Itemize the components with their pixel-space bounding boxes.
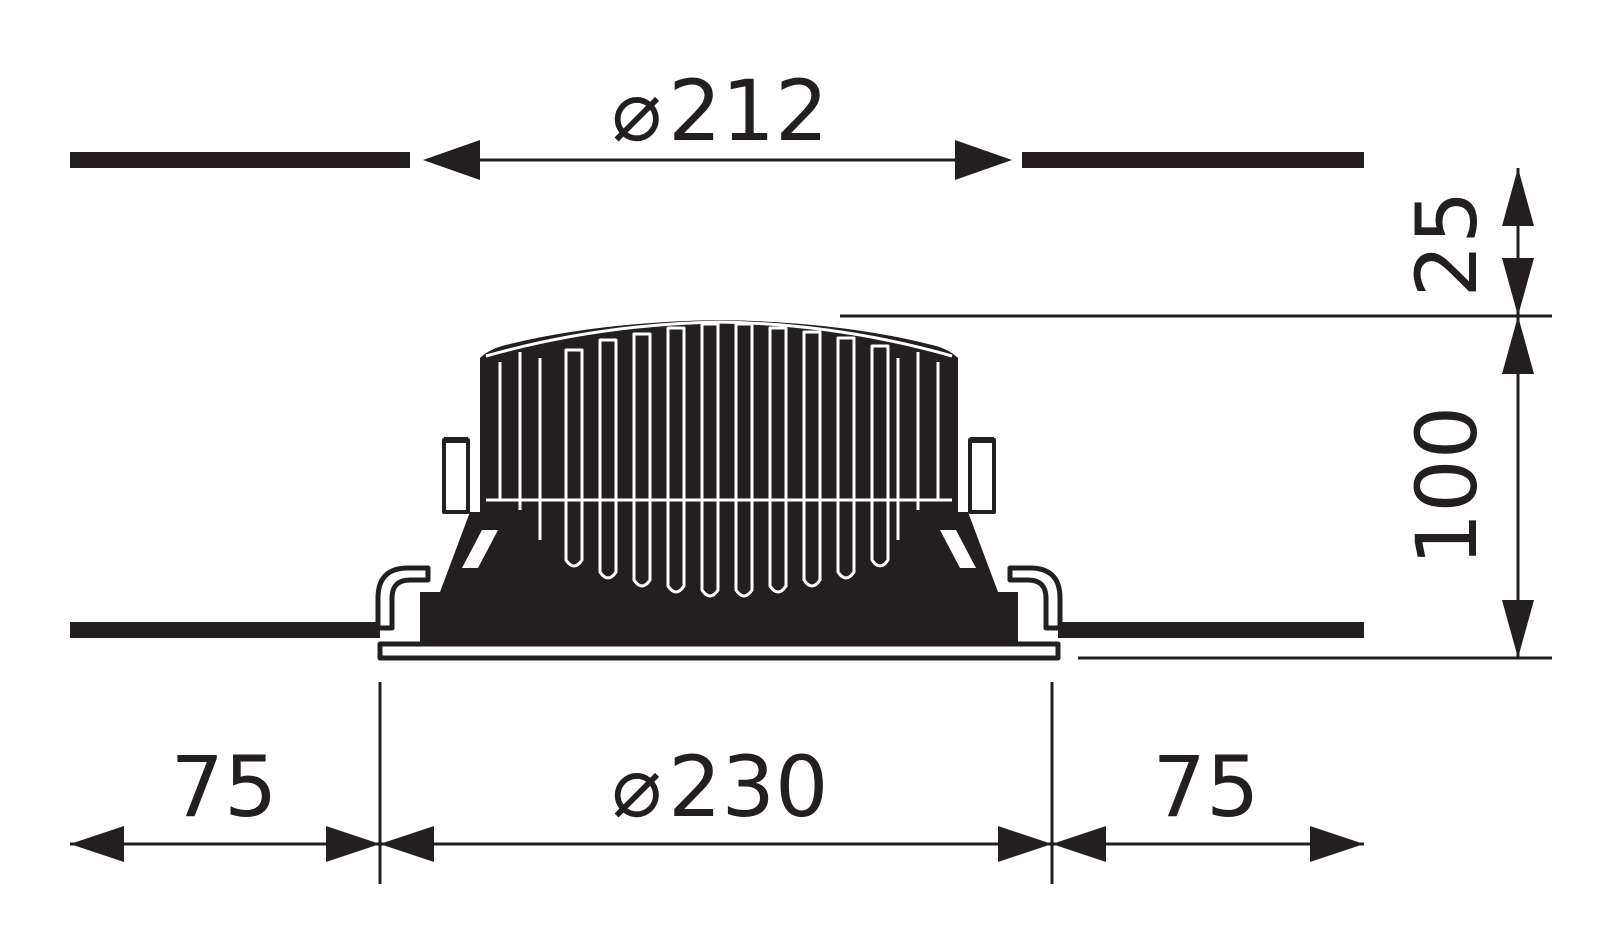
heatsink-fins — [564, 322, 890, 598]
height-dimension-lines — [840, 168, 1552, 660]
trim-flange — [377, 641, 1061, 661]
height-above-ceiling-label: 25 — [1398, 191, 1496, 298]
right-clearance-label: 75 — [1153, 738, 1260, 836]
cutout-dimension-line — [423, 140, 1012, 180]
ceiling-bottom-line-left — [70, 622, 380, 638]
bottom-extension-lines — [378, 682, 1054, 884]
side-slot-left — [462, 530, 498, 568]
ceiling-top-line-left — [70, 152, 410, 168]
bracket-left — [442, 438, 470, 514]
luminaire-body — [70, 320, 1364, 661]
mounting-clip-right — [1007, 565, 1063, 631]
ceiling-top-line-right — [1022, 152, 1364, 168]
heatsink-cap — [485, 320, 953, 358]
outer-diameter-label: ⌀230 — [612, 738, 829, 836]
side-slot-right — [940, 530, 976, 568]
cutout-diameter-label: ⌀212 — [612, 62, 829, 160]
recessed-depth-label: 100 — [1398, 406, 1496, 566]
heatsink-frame-lines — [486, 352, 952, 540]
ceiling-bottom-line-right — [1058, 622, 1364, 638]
mounting-clip-left — [375, 565, 431, 631]
bracket-right — [968, 438, 996, 514]
bottom-dimension-line — [70, 826, 1364, 862]
left-clearance-label: 75 — [171, 738, 278, 836]
